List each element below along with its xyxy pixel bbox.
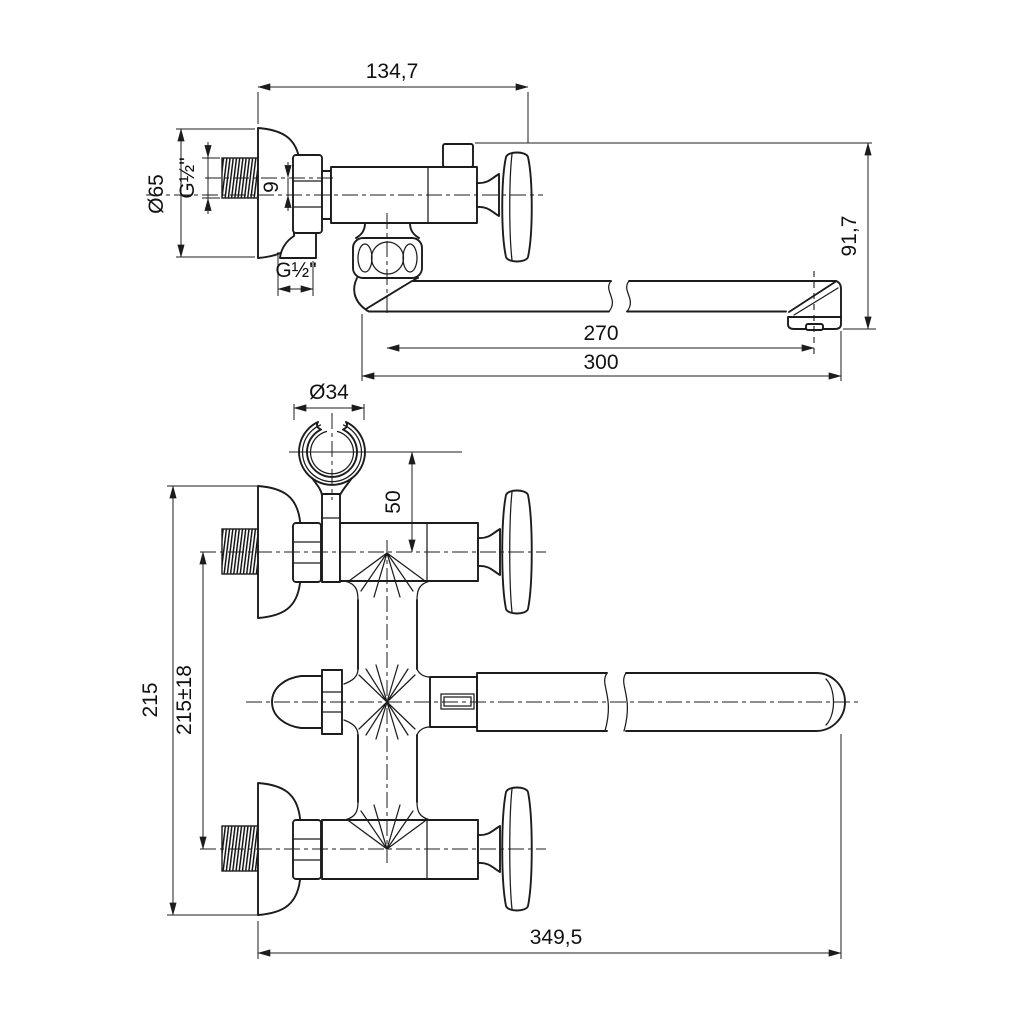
handle-wheel-side (501, 151, 533, 263)
dim-holder-diameter: Ø34 (309, 381, 349, 404)
dim-holder-offset: 50 (382, 490, 405, 513)
dim-outlet-thread: G½" (275, 259, 316, 282)
dim-overall-length: 349,5 (530, 926, 583, 949)
dim-reach-aerator: 270 (583, 322, 618, 345)
dim-inlet-thread: G½" (176, 157, 199, 198)
dim-inlet-centers: 215±18 (173, 665, 196, 735)
plan-view-dimensions: Ø34 50 215 215±18 349,5 (139, 381, 842, 959)
dim-flange-diameter: Ø65 (145, 174, 168, 214)
shower-outlet (279, 229, 317, 259)
spout-plan (476, 672, 846, 732)
side-view-dimensions: 134,7 Ø65 G½" 9 G½" 91,7 270 300 (145, 60, 876, 381)
dim-flange-span: 215 (139, 682, 162, 717)
cone-fans (348, 552, 426, 850)
connection-nut-side (292, 154, 323, 234)
diverter-knob (442, 143, 474, 168)
dim-total-width: 134,7 (366, 60, 419, 83)
plan-view: Ø34 50 215 215±18 349,5 (139, 381, 858, 959)
dim-height: 91,7 (838, 216, 861, 257)
dim-reach-total: 300 (583, 351, 618, 374)
aerator (787, 316, 842, 330)
dim-eccentric-offset: 9 (260, 181, 283, 193)
holder-stem (321, 493, 341, 583)
body-column (357, 599, 418, 803)
side-view: 134,7 Ø65 G½" 9 G½" 91,7 270 300 (145, 60, 876, 381)
